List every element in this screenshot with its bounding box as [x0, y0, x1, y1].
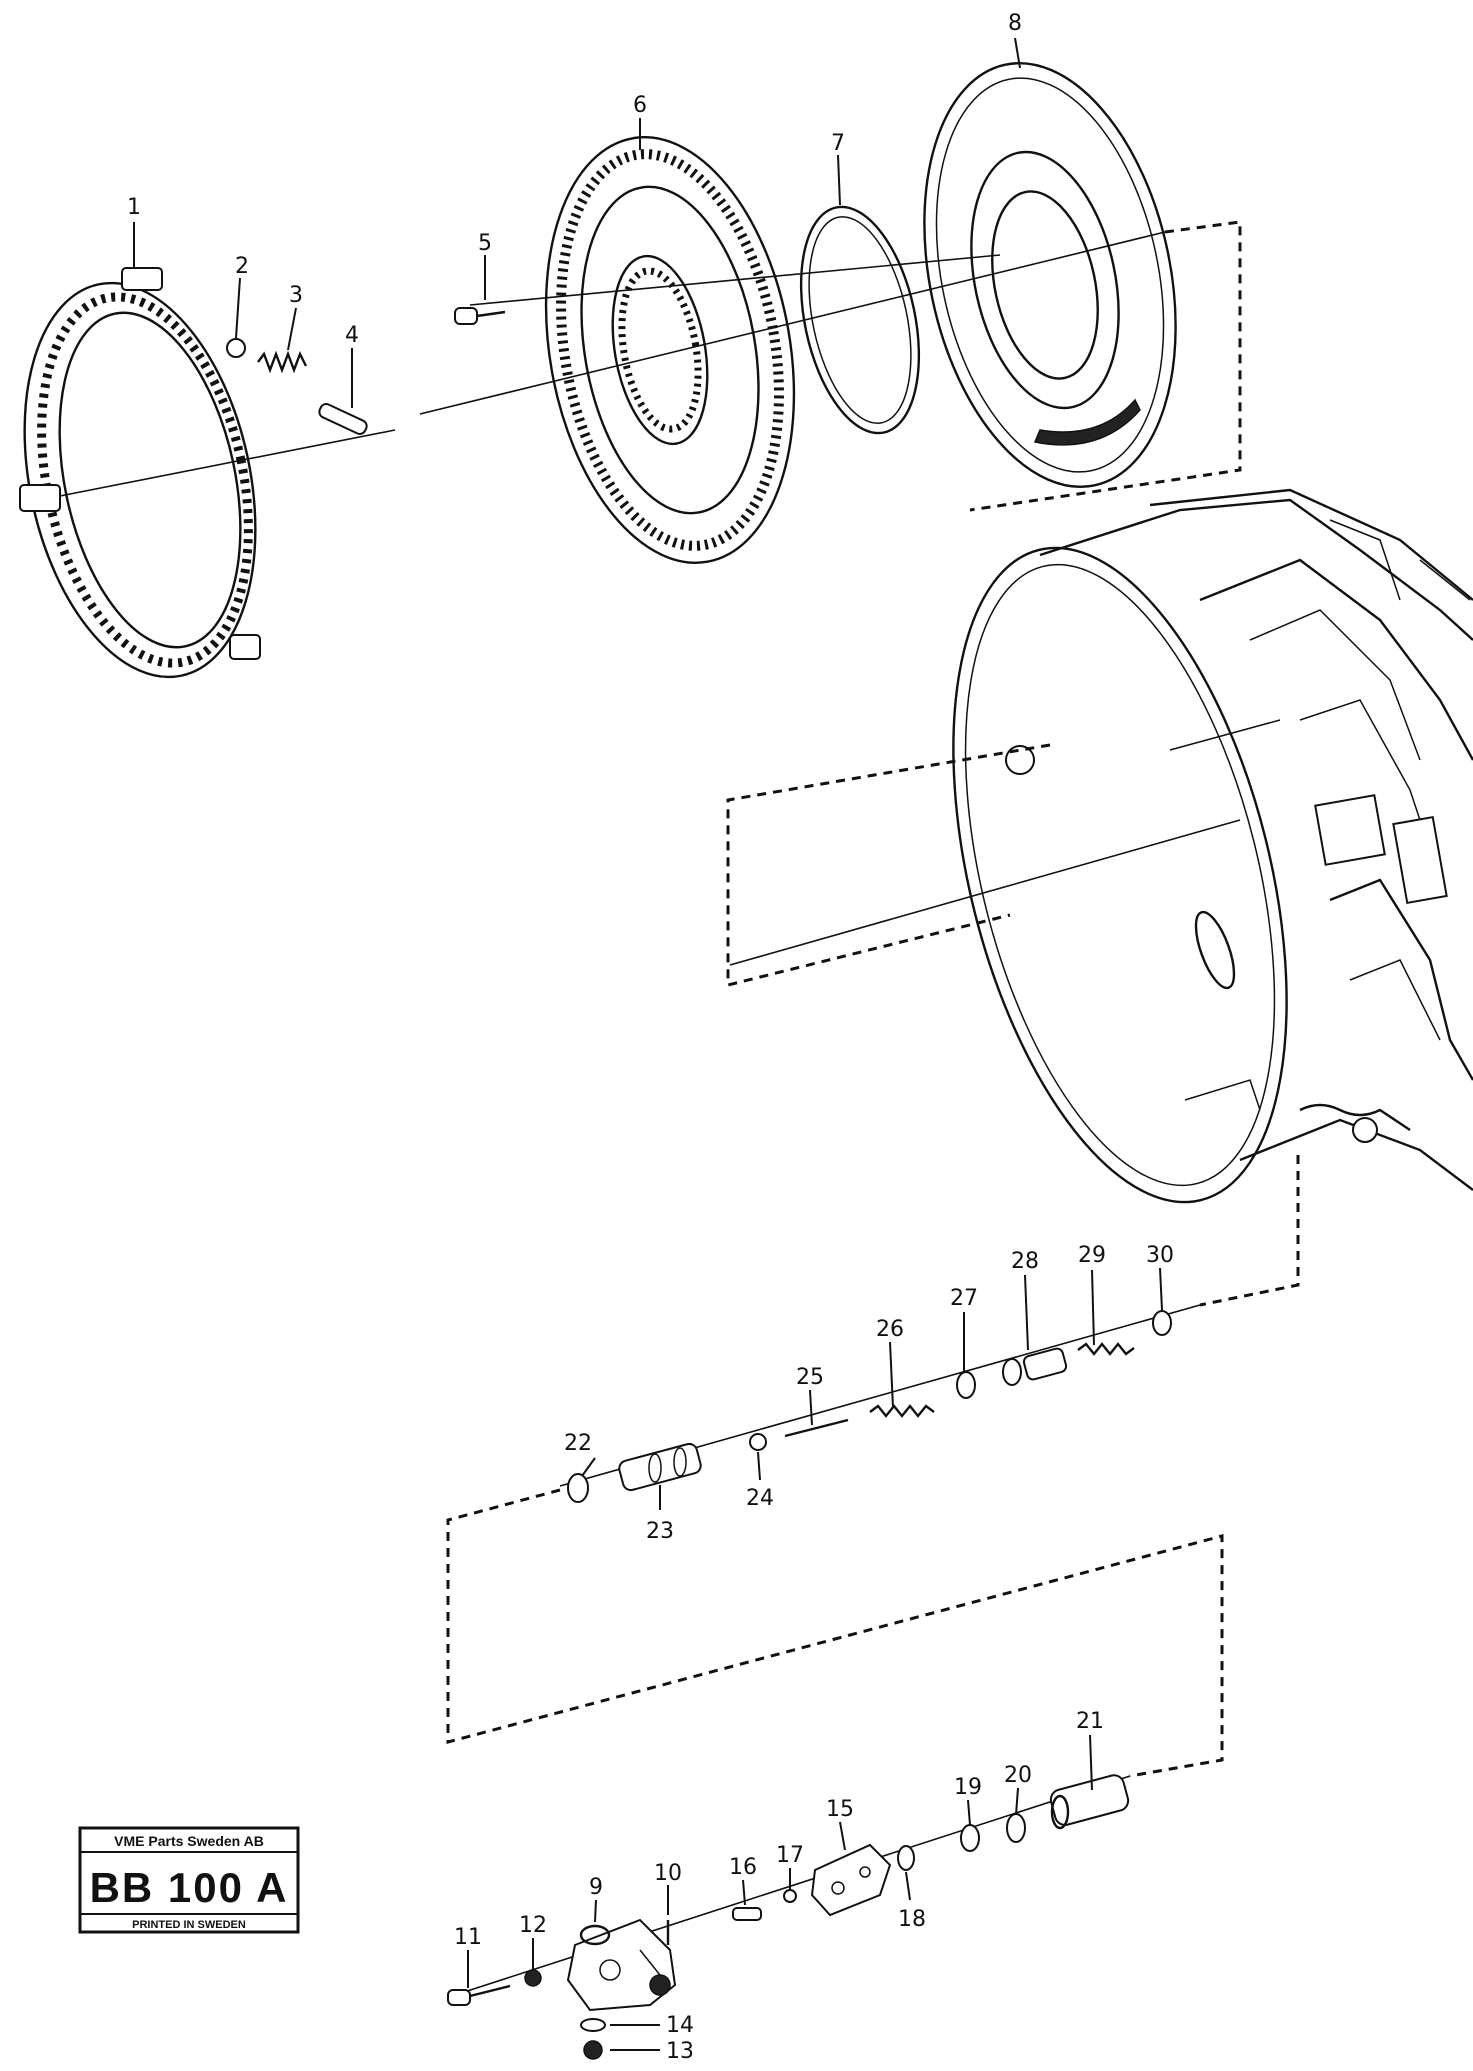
- part-22-washer: [567, 1473, 589, 1503]
- part-label-26: 26: [876, 1317, 904, 1342]
- part-6-bearing-disc: [544, 136, 796, 564]
- part-label-17: 17: [776, 1843, 804, 1868]
- transmission-housing: [952, 488, 1473, 1204]
- part-27-washer: [956, 1371, 976, 1399]
- part-label-21: 21: [1076, 1709, 1104, 1734]
- part-label-27: 27: [950, 1286, 978, 1311]
- part-label-29: 29: [1078, 1243, 1106, 1268]
- part-label-1: 1: [127, 195, 141, 220]
- part-label-22: 22: [564, 1431, 592, 1456]
- part-label-12: 12: [519, 1913, 547, 1938]
- part-1-ring-gear: [19, 267, 261, 679]
- axis-line: [729, 819, 1241, 966]
- part-14-washer: [580, 2018, 606, 2032]
- part-label-28: 28: [1011, 1249, 1039, 1274]
- part-3-spring: [257, 350, 308, 374]
- stamp-code: BB 100 A: [90, 1864, 289, 1911]
- part-labels: 1 2 3 4 5 6 7 8 9 10 11 12 13 14 15 16 1…: [127, 11, 1174, 2064]
- part-2-nut: [226, 338, 246, 358]
- part-label-23: 23: [646, 1519, 674, 1544]
- part-label-24: 24: [746, 1486, 774, 1511]
- part-17-ring: [783, 1889, 797, 1903]
- part-label-15: 15: [826, 1797, 854, 1822]
- part-24-ring: [749, 1433, 767, 1451]
- part-25-rod: [784, 1418, 849, 1438]
- part-26-spring: [869, 1404, 935, 1418]
- part-11-screw: [447, 1984, 511, 2006]
- part-28-sleeve: [1002, 1347, 1068, 1386]
- part-5-screw: [454, 307, 506, 325]
- part-label-7: 7: [831, 131, 845, 156]
- part-30-plug: [1152, 1310, 1172, 1336]
- part-label-14: 14: [666, 2013, 694, 2038]
- part-9-housing: [566, 1918, 677, 2012]
- part-label-2: 2: [235, 254, 249, 279]
- part-23-sleeve: [618, 1442, 702, 1492]
- part-label-13: 13: [666, 2039, 694, 2064]
- part-label-19: 19: [954, 1775, 982, 1800]
- part-15-valve-body: [810, 1843, 892, 1917]
- part-label-9: 9: [589, 1875, 603, 1900]
- axis-line: [454, 1775, 1131, 1996]
- part-label-3: 3: [289, 283, 303, 308]
- part-8-cover: [923, 62, 1177, 488]
- part-19-washer: [960, 1824, 980, 1852]
- part-18-ring: [897, 1845, 915, 1871]
- part-label-10: 10: [654, 1861, 682, 1886]
- part-7-snap-ring: [799, 205, 921, 435]
- stamp-title: VME Parts Sweden AB: [114, 1833, 264, 1849]
- part-label-8: 8: [1008, 11, 1022, 36]
- parts-catalog-stamp: VME Parts Sweden AB BB 100 A PRINTED IN …: [78, 1826, 300, 1934]
- part-label-30: 30: [1146, 1243, 1174, 1268]
- part-4-pin: [318, 403, 368, 435]
- dashed-guide: [969, 220, 1242, 512]
- axis-line: [469, 254, 1001, 306]
- part-12-nut: [524, 1969, 542, 1987]
- part-20-washer: [1006, 1813, 1026, 1843]
- axis-line: [419, 231, 1166, 415]
- part-13-plug: [583, 2040, 603, 2060]
- leader-lines: [133, 37, 1163, 2051]
- part-label-18: 18: [898, 1907, 926, 1932]
- part-label-5: 5: [478, 231, 492, 256]
- part-label-16: 16: [729, 1855, 757, 1880]
- part-29-spring: [1077, 1342, 1135, 1356]
- part-label-25: 25: [796, 1365, 824, 1390]
- part-21-sleeve: [1049, 1774, 1130, 1830]
- dashed-guide: [446, 1488, 1224, 1778]
- part-label-6: 6: [633, 93, 647, 118]
- stamp-subtitle: PRINTED IN SWEDEN: [132, 1919, 246, 1931]
- part-label-11: 11: [454, 1925, 482, 1950]
- axis-line: [59, 429, 396, 497]
- part-label-20: 20: [1004, 1763, 1032, 1788]
- part-label-4: 4: [345, 323, 359, 348]
- dashed-guide: [1199, 1155, 1300, 1307]
- dashed-guide: [726, 743, 1051, 987]
- part-16-screw: [732, 1907, 762, 1921]
